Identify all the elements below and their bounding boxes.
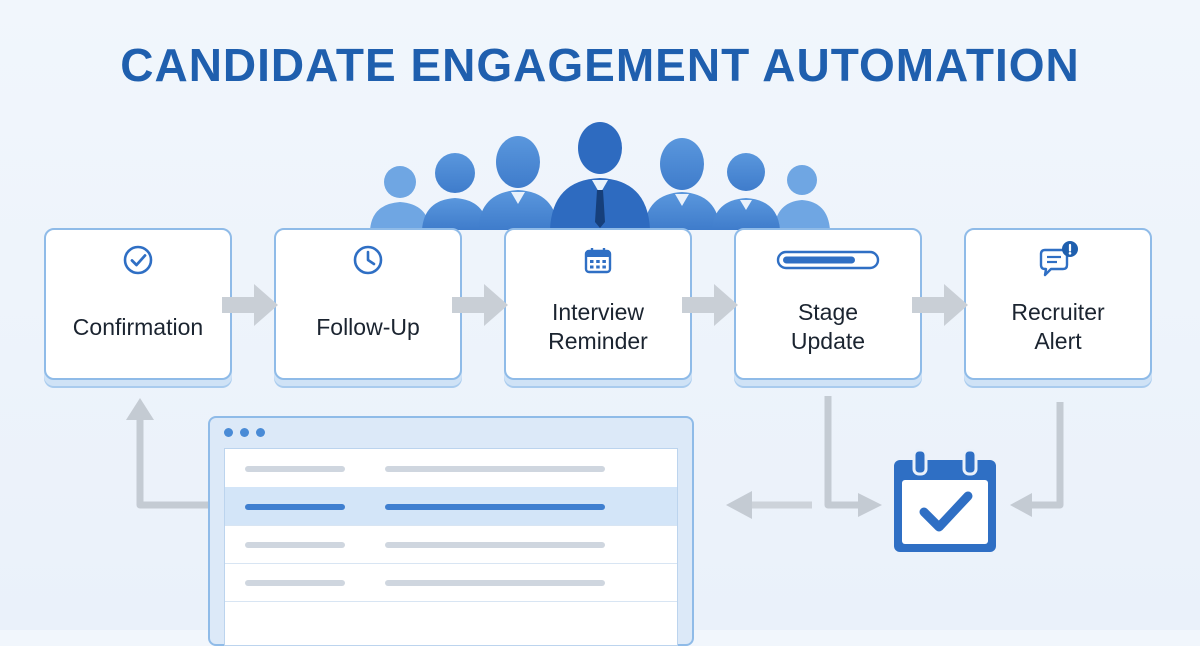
placeholder-line: [385, 542, 605, 548]
page-title: CANDIDATE ENGAGEMENT AUTOMATION: [120, 39, 1080, 91]
list-row[interactable]: [225, 525, 677, 564]
placeholder-line: [385, 580, 605, 586]
list-row[interactable]: [225, 449, 677, 488]
placeholder-line: [245, 504, 345, 510]
stage-label: Stage Update: [790, 299, 866, 354]
flow-arrow-right: [682, 284, 738, 326]
stage-label: Follow-Up: [316, 313, 420, 340]
window-dot: [240, 428, 249, 437]
flow-arrow-right: [912, 284, 968, 326]
arrowhead-up: [126, 398, 154, 420]
window-dot: [256, 428, 265, 437]
placeholder-line: [245, 466, 345, 472]
chat-alert-icon: [966, 241, 1150, 278]
stage-label: Recruiter Alert: [1011, 299, 1105, 354]
progress-bar-icon: [736, 242, 920, 278]
flow-arrow-right: [222, 284, 278, 326]
clock-icon: [276, 242, 460, 278]
placeholder-line: [245, 580, 345, 586]
candidate-list: [224, 448, 678, 646]
list-row-selected[interactable]: [225, 487, 677, 526]
calendar-icon: [506, 242, 690, 278]
window-dot: [224, 428, 233, 437]
calendar-check-icon: [894, 448, 996, 552]
stage-card-confirmation[interactable]: Confirmation: [44, 228, 232, 380]
candidates-group-illustration: [370, 122, 830, 230]
placeholder-line: [385, 466, 605, 472]
placeholder-line: [385, 504, 605, 510]
stage-label: Interview Reminder: [548, 299, 648, 354]
arrowhead-right: [858, 493, 882, 517]
arrowhead-left: [726, 491, 752, 519]
stage-card-follow-up[interactable]: Follow-Up: [274, 228, 462, 380]
ats-window: [208, 416, 694, 646]
stage-card-stage-update[interactable]: Stage Update: [734, 228, 922, 380]
stage-label: Confirmation: [72, 313, 204, 340]
stage-card-interview-reminder[interactable]: Interview Reminder: [504, 228, 692, 380]
arrowhead-left: [1010, 493, 1032, 517]
stage-card-recruiter-alert[interactable]: Recruiter Alert: [964, 228, 1152, 380]
list-row[interactable]: [225, 563, 677, 602]
check-circle-icon: [46, 242, 230, 278]
flow-arrow-right: [452, 284, 508, 326]
list-row[interactable]: [225, 601, 677, 639]
placeholder-line: [245, 542, 345, 548]
